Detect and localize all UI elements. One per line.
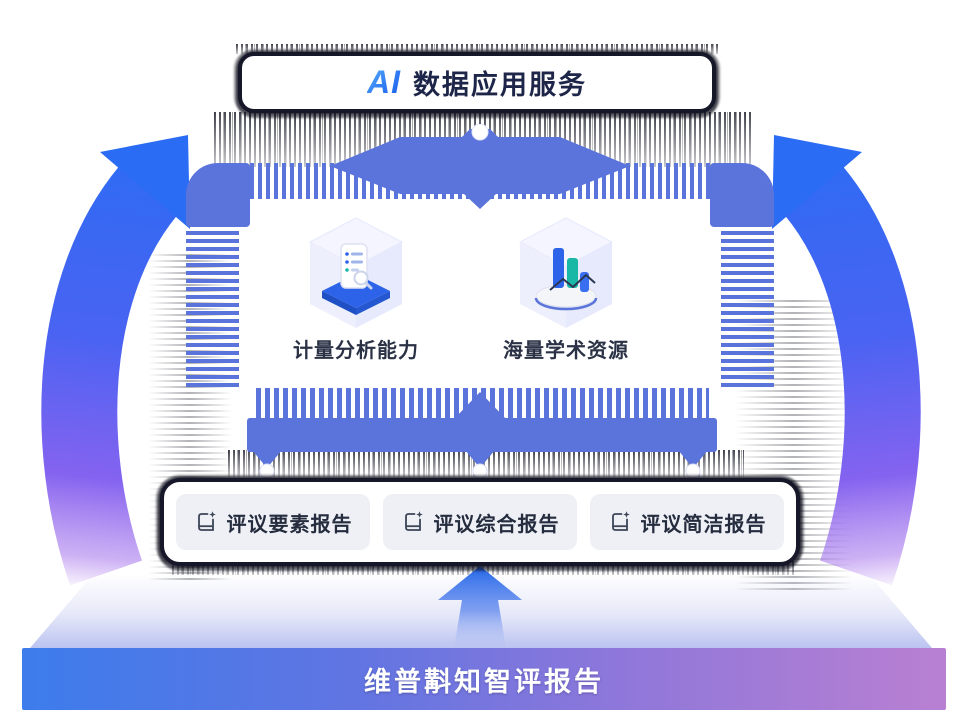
capability-label-resources: 海量学术资源 [503,340,629,362]
frame-corner-top-left [186,163,250,227]
book-sparkle-icon [404,511,423,531]
book-sparkle-icon [611,511,630,531]
frame-corner-top-right [710,163,774,227]
report-item-label: 评议综合报告 [433,513,560,536]
book-sparkle-icon [197,511,216,531]
capability-label-analysis: 计量分析能力 [293,340,419,362]
ai-service-header: AI 数据应用服务 [238,52,716,113]
reports-panel: 评议要素报告 评议综合报告 评议简洁报告 [160,478,800,566]
connector-dot-right [685,463,701,479]
frame-border-left-stripes [186,227,239,387]
report-item-comprehensive[interactable]: 评议综合报告 [383,494,577,550]
connector-dot-left [259,463,275,479]
ai-service-title: 数据应用服务 [413,70,587,100]
noise-shadow-top-edge [236,44,718,54]
report-item-label: 评议简洁报告 [640,513,767,536]
ribbon-connector [330,124,630,209]
bar-chart-3d-icon [518,217,614,328]
report-item-concise[interactable]: 评议简洁报告 [590,494,784,550]
report-item-label: 评议要素报告 [226,513,353,536]
report-item-elements[interactable]: 评议要素报告 [176,494,370,550]
ai-logo-text: AI [367,64,401,100]
up-arrow [438,566,522,648]
left-curved-arrow [41,135,190,586]
bottom-title-bar: 维普斠知智评报告 [22,648,946,710]
right-curved-arrow [772,135,921,586]
connector-dot-center [472,463,488,479]
frame-border-right-stripes [721,227,774,387]
distribution-band [247,388,717,479]
bottom-title: 维普斠知智评报告 [364,666,604,697]
document-magnifier-3d-icon [308,217,404,328]
connector-dot-top [471,124,489,141]
